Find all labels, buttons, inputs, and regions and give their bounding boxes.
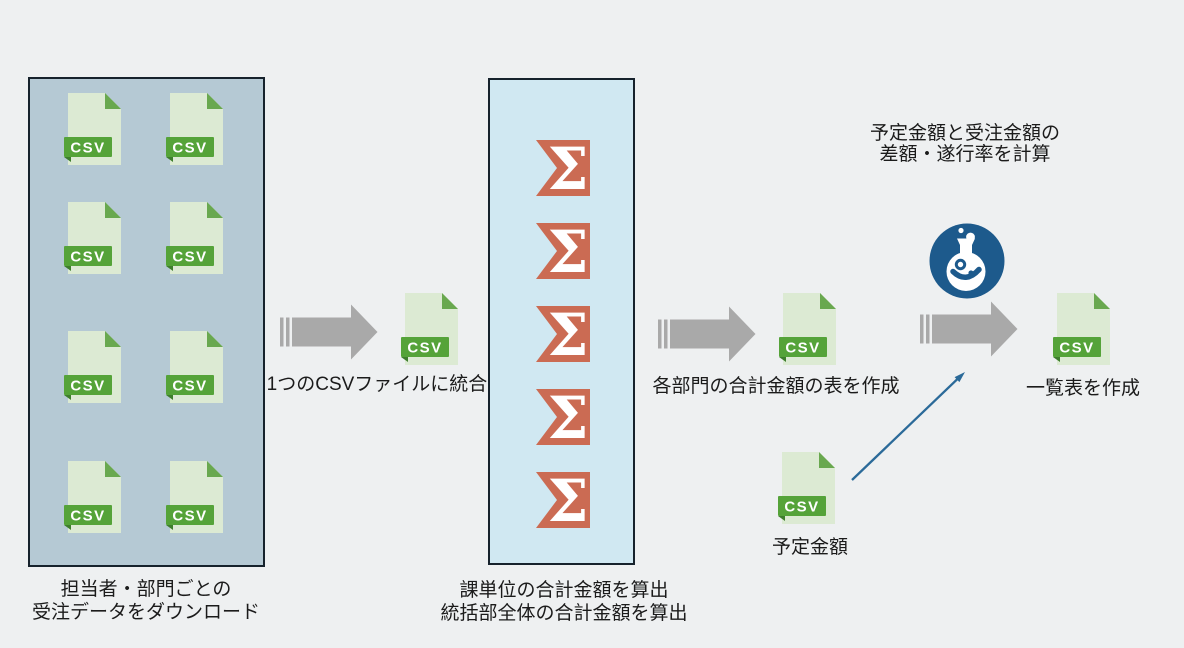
merge-step-label: 1つのCSVファイルに統合 <box>266 374 488 395</box>
plan-flow-arrow-icon <box>851 372 965 481</box>
csv-file-icon: CSV <box>778 452 835 525</box>
csv-file-icon: CSV <box>64 202 121 275</box>
csv-file-icon: CSV <box>1053 293 1110 366</box>
csv-badge-label: CSV <box>407 340 442 357</box>
sigma-symbol: Σ <box>547 218 588 286</box>
flow-arrow-icon <box>658 306 756 362</box>
csv-file-icon: CSV <box>166 331 223 404</box>
csv-file-icon: CSV <box>64 93 121 166</box>
flow-arrow-icon <box>280 304 378 360</box>
csv-badge-label: CSV <box>70 508 105 525</box>
caption-line: 統括部全体の合計金額を算出 <box>440 603 688 624</box>
flask-icon <box>929 223 1005 299</box>
csv-file-icon: CSV <box>779 293 836 366</box>
csv-badge-label: CSV <box>784 499 819 516</box>
csv-file-icon: CSV <box>401 293 458 366</box>
csv-badge-label: CSV <box>172 508 207 525</box>
flow-arrow-icon <box>920 301 1018 357</box>
csv-badge-label: CSV <box>70 249 105 266</box>
csv-badge-label: CSV <box>1059 340 1094 357</box>
caption-line: 受注データをダウンロード <box>31 602 260 623</box>
sigma-sum-icon: Σ <box>536 467 590 535</box>
sigma-symbol: Σ <box>547 467 588 535</box>
csv-badge-label: CSV <box>70 140 105 157</box>
sigma-symbol: Σ <box>547 135 588 203</box>
final-step-label: 一覧表を作成 <box>1025 378 1140 399</box>
sigma-sum-icon: Σ <box>536 384 590 452</box>
caption-line: 課単位の合計金額を算出 <box>459 580 669 601</box>
dept-step-label: 各部門の合計金額の表を作成 <box>652 376 900 397</box>
csv-badge-label: CSV <box>785 340 820 357</box>
sigma-symbol: Σ <box>547 301 588 369</box>
caption-line: 担当者・部門ごとの <box>60 579 232 600</box>
source-stage-caption: 担当者・部門ごとの 受注データをダウンロード <box>16 578 276 624</box>
csv-badge-label: CSV <box>172 249 207 266</box>
csv-badge-label: CSV <box>172 140 207 157</box>
sigma-sum-icon: Σ <box>536 135 590 203</box>
sum-stage-caption: 課単位の合計金額を算出 統括部全体の合計金額を算出 <box>414 579 714 625</box>
caption-line: 予定金額と受注金額の <box>869 123 1060 144</box>
sigma-symbol: Σ <box>547 384 588 452</box>
calc-step-caption: 予定金額と受注金額の 差額・遂行率を計算 <box>845 123 1085 165</box>
caption-line: 差額・遂行率を計算 <box>879 144 1051 165</box>
sigma-sum-icon: Σ <box>536 218 590 286</box>
csv-file-icon: CSV <box>64 331 121 404</box>
csv-file-icon: CSV <box>166 202 223 275</box>
csv-file-icon: CSV <box>166 93 223 166</box>
csv-badge-label: CSV <box>172 378 207 395</box>
csv-file-icon: CSV <box>166 461 223 534</box>
csv-badge-label: CSV <box>70 378 105 395</box>
csv-file-icon: CSV <box>64 461 121 534</box>
sigma-sum-icon: Σ <box>536 301 590 369</box>
plan-input-label: 予定金額 <box>771 537 848 558</box>
